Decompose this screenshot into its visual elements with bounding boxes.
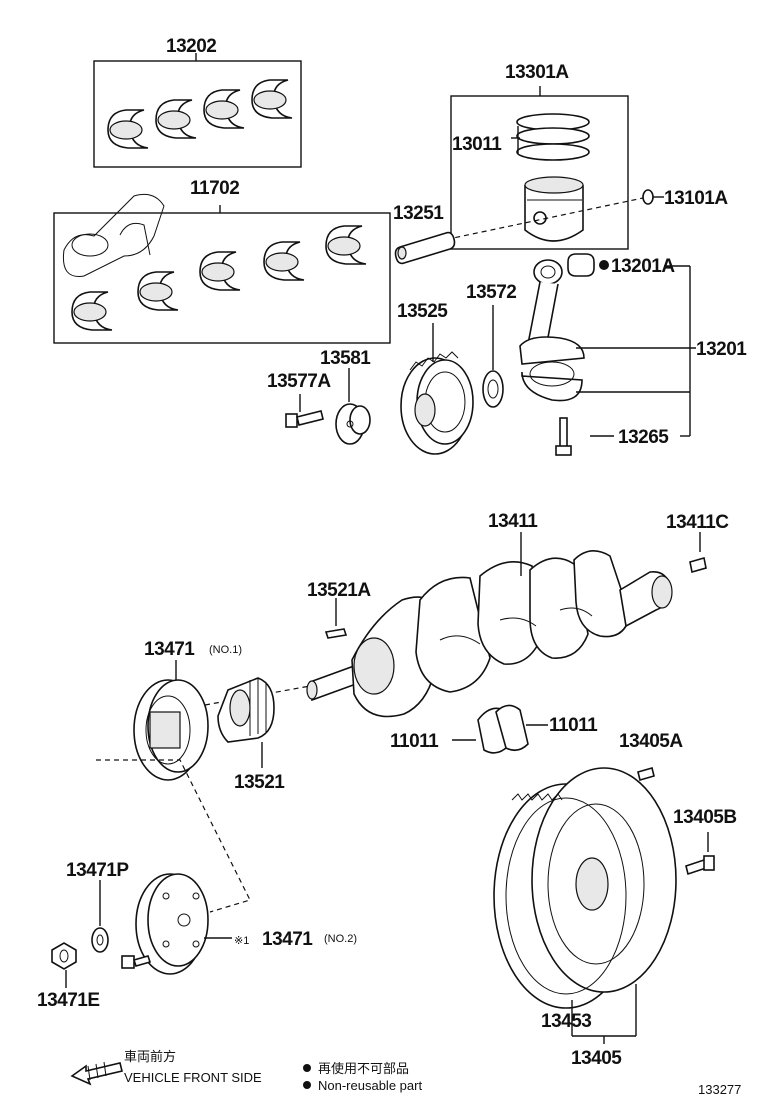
label-mark: ※1 — [234, 935, 249, 947]
thrust-washer-11011 — [452, 704, 548, 754]
label-13471P: 13471P — [66, 860, 129, 881]
label-13521: 13521 — [234, 772, 285, 793]
label-no1: (NO.1) — [209, 644, 242, 656]
label-13572: 13572 — [466, 282, 516, 303]
label-13411C: 13411C — [666, 512, 729, 533]
bolt-13577A — [285, 394, 324, 428]
legend-nonreuse-jp: 再使用不可部品 — [318, 1061, 409, 1076]
key-13521A — [324, 598, 348, 639]
pin-13411C — [689, 532, 707, 574]
label-13265: 13265 — [618, 427, 669, 448]
label-11702: 11702 — [190, 178, 239, 199]
label-13301A: 13301A — [505, 62, 569, 83]
connecting-rod-13201 — [519, 259, 585, 402]
diagram-id: 133277 — [698, 1082, 741, 1097]
label-13201: 13201 — [696, 339, 747, 360]
snap-ring-13101A — [642, 189, 664, 205]
label-13521A: 13521A — [307, 580, 371, 601]
label-13101A: 13101A — [664, 188, 728, 209]
pulley-13471-no1 — [133, 660, 209, 781]
nonreuse-dot-icon — [303, 1064, 311, 1072]
rod-bolt-13265 — [555, 417, 572, 456]
bearing-set-11702 — [53, 193, 391, 344]
thrust-washer-13572 — [482, 305, 504, 408]
flange-13581 — [335, 368, 371, 445]
pulley-bolt — [121, 955, 152, 969]
label-13405B: 13405B — [673, 807, 737, 828]
label-11011-right: 11011 — [549, 715, 598, 736]
label-13577A: 13577A — [267, 371, 331, 392]
timing-gear-13525 — [400, 323, 474, 455]
nut-13471E — [51, 942, 77, 988]
crankshaft-13411 — [306, 532, 673, 718]
pin-13405A — [637, 767, 655, 781]
label-13405A: 13405A — [619, 731, 683, 752]
label-13471-no2: 13471 — [262, 929, 313, 950]
legend-front-jp: 車両前方 — [124, 1049, 176, 1064]
label-13471E: 13471E — [37, 990, 100, 1011]
legend-nonreuse-en: Non-reusable part — [318, 1078, 422, 1093]
legend-front-en: VEHICLE FRONT SIDE — [124, 1070, 262, 1085]
bushing-13201A — [567, 253, 609, 277]
label-13525: 13525 — [397, 301, 448, 322]
label-13251: 13251 — [393, 203, 444, 224]
label-13405: 13405 — [571, 1048, 622, 1069]
bolt-13405B — [685, 832, 715, 876]
label-11011-left: 11011 — [390, 731, 439, 752]
label-13581: 13581 — [320, 348, 371, 369]
pulley-13471-no2 — [135, 873, 232, 975]
label-13011: 13011 — [452, 134, 502, 155]
label-13471-no1: 13471 — [144, 639, 195, 660]
label-13411: 13411 — [488, 511, 538, 532]
washer-13471P — [91, 880, 109, 953]
front-arrow-icon — [70, 1061, 123, 1086]
bearing-set-13202 — [93, 53, 302, 168]
label-13202: 13202 — [166, 36, 216, 57]
flywheel-13405 — [493, 767, 677, 1044]
crank-gear-13521 — [217, 677, 275, 768]
label-13453: 13453 — [541, 1011, 591, 1032]
label-13201A: 13201A — [611, 256, 675, 277]
piston-pin-13251 — [394, 231, 456, 265]
piston-assembly-13301A — [450, 86, 629, 250]
nonreuse-dot-icon — [303, 1081, 311, 1089]
label-no2: (NO.2) — [324, 933, 357, 945]
